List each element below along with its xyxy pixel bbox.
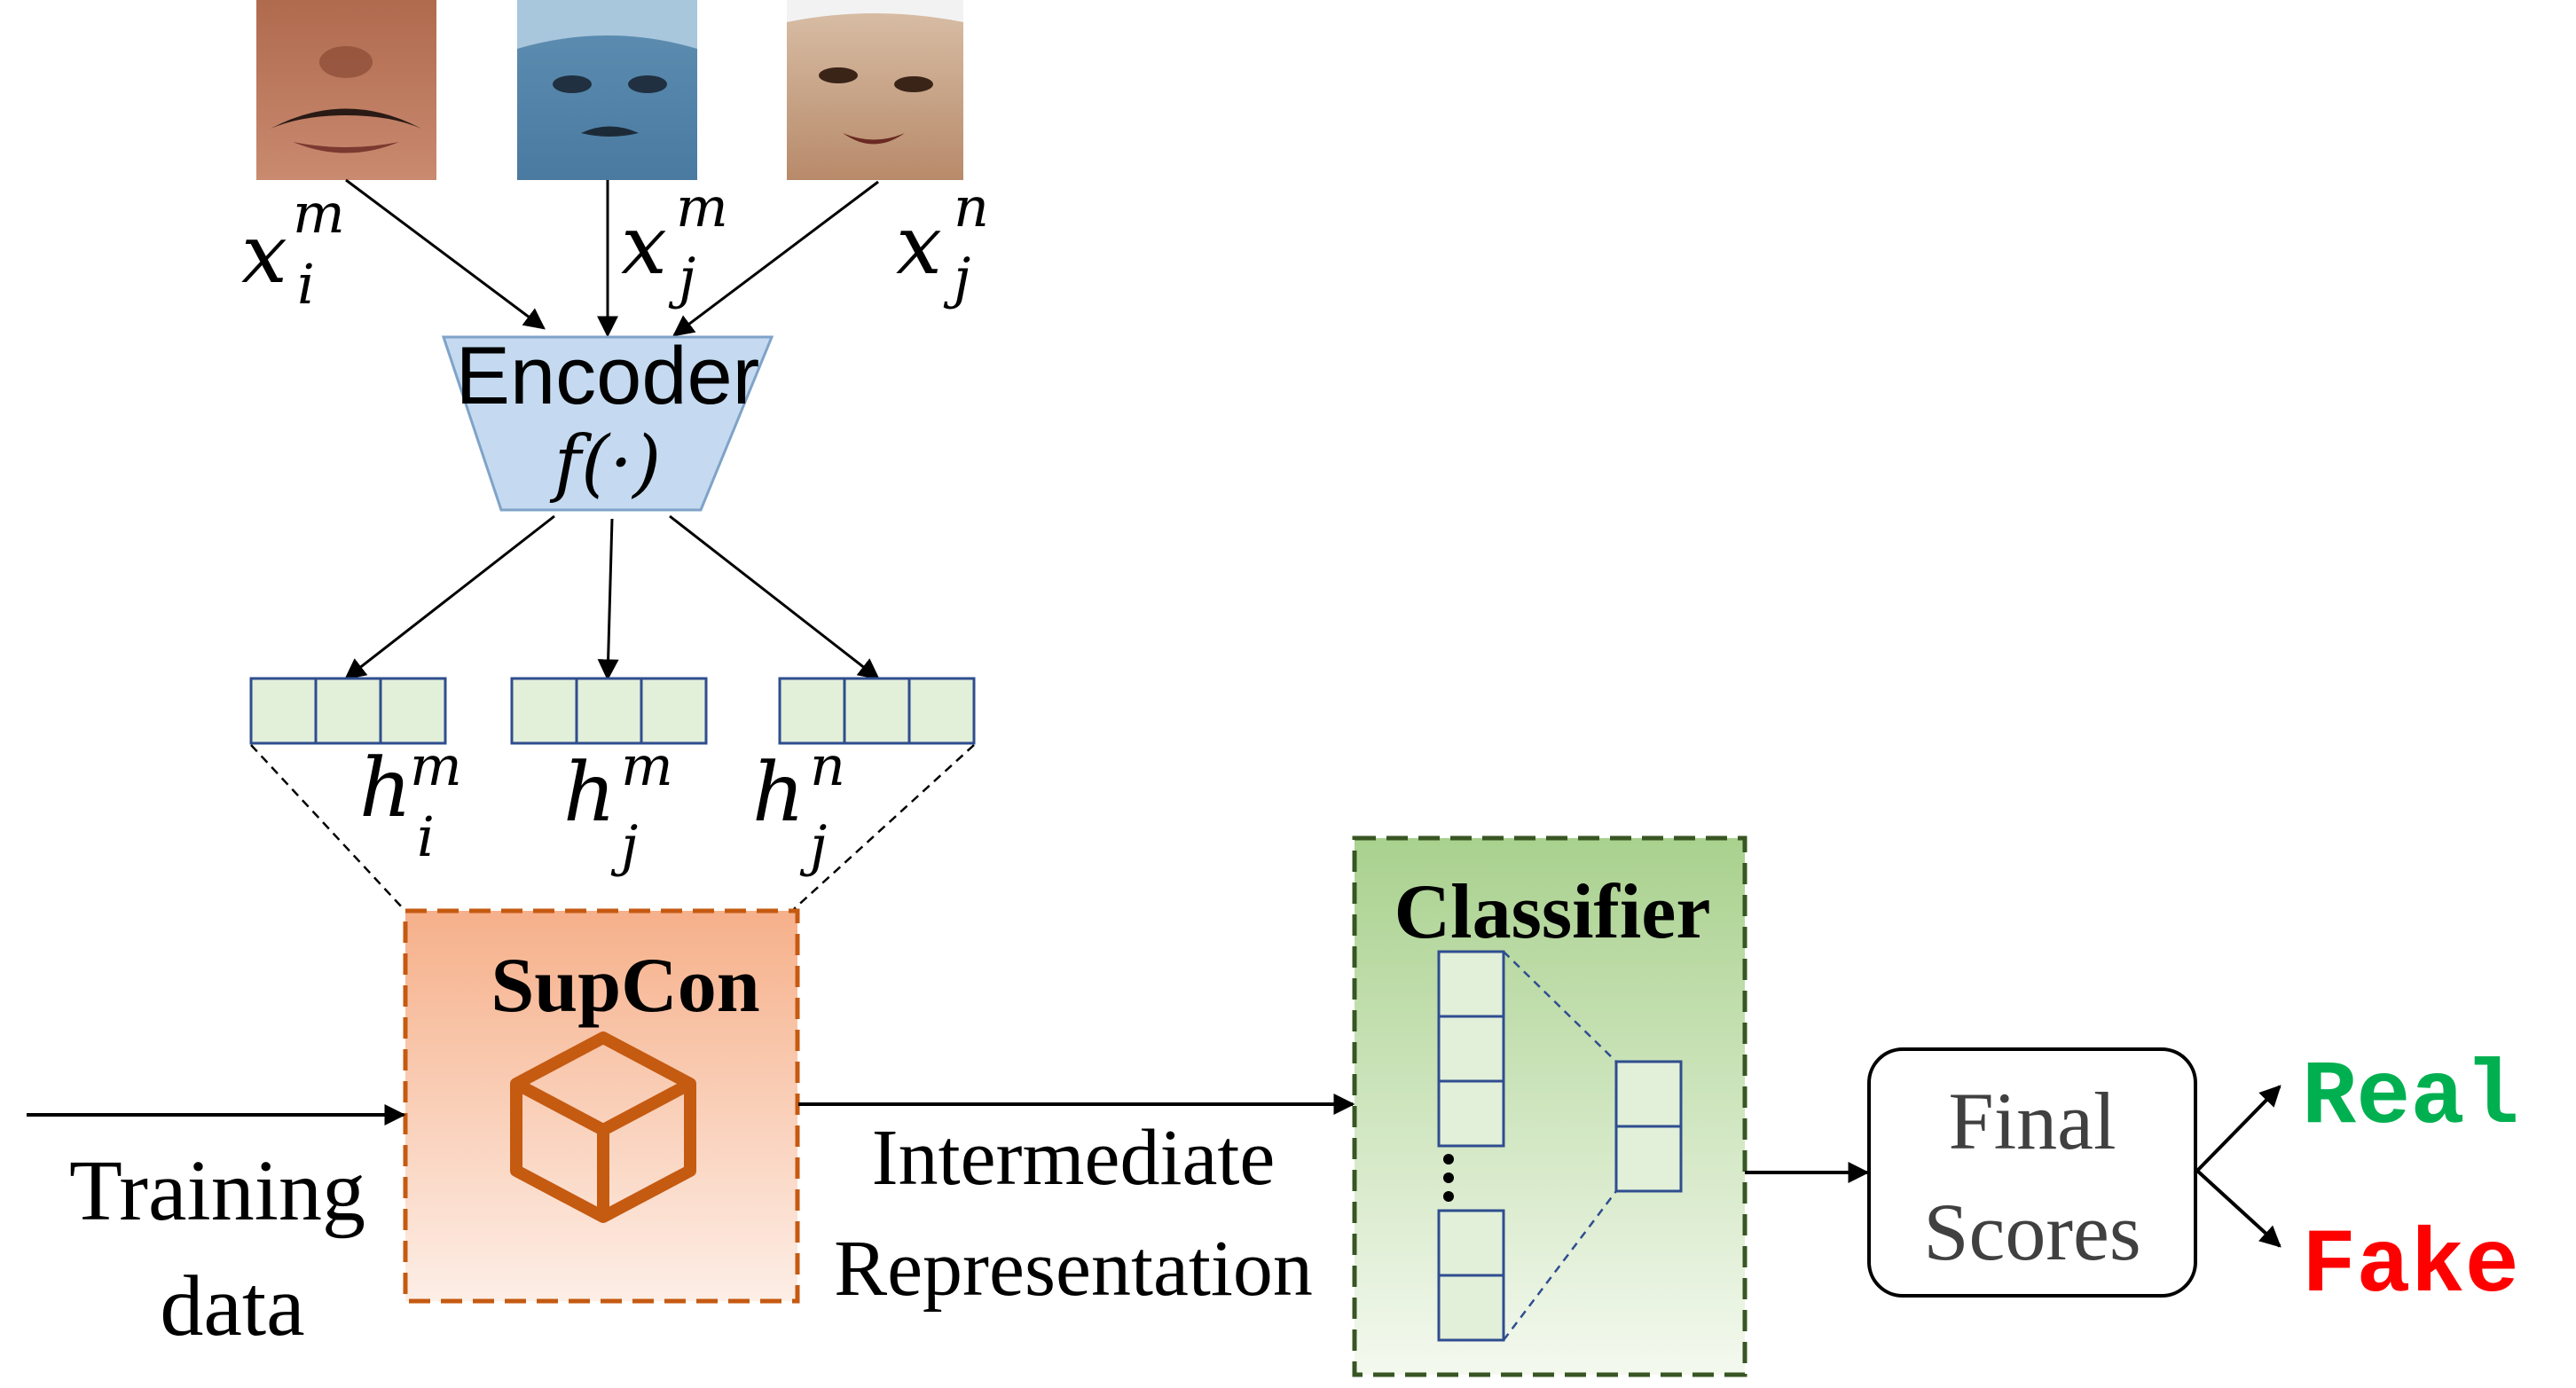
- encoder-output-arrows: [344, 514, 880, 681]
- final-scores-box: Final Scores: [1867, 1047, 2197, 1298]
- svg-text:i: i: [297, 252, 315, 317]
- intermediate-label-line1: Intermediate: [872, 1114, 1276, 1202]
- label-h-j-n: h n j: [752, 733, 845, 878]
- svg-text:m: m: [621, 733, 673, 798]
- feature-vector-h-j-n: [778, 677, 976, 745]
- classifier-block: Classifier: [1352, 835, 1747, 1377]
- face-image-eyes: [787, 0, 963, 180]
- classifier-title: Classifier: [1394, 869, 1711, 955]
- svg-text:n: n: [810, 733, 845, 798]
- classifier-connections: [1503, 951, 1617, 1341]
- label-real: Real: [2302, 1047, 2519, 1149]
- final-scores-line1: Final: [1948, 1076, 2116, 1166]
- svg-text:h: h: [563, 745, 616, 840]
- svg-text:h: h: [752, 745, 805, 840]
- svg-text:i: i: [417, 804, 435, 869]
- training-label-line2: data: [160, 1259, 304, 1354]
- face-image-blue: [517, 0, 697, 180]
- svg-text:x: x: [621, 198, 667, 293]
- classifier-input-layer: [1437, 950, 1505, 1342]
- encoder-title: Encoder: [456, 331, 760, 421]
- supcon-block: SupCon: [403, 908, 800, 1304]
- cube-icon: [510, 1031, 696, 1223]
- svg-text:j: j: [668, 246, 695, 310]
- svg-text:m: m: [410, 733, 462, 798]
- svg-text:x: x: [896, 198, 942, 293]
- classifier-output-layer: [1614, 1060, 1683, 1193]
- label-x-j-n: x n j: [896, 175, 989, 310]
- label-x-i-m: x m i: [241, 181, 345, 317]
- svg-text:j: j: [943, 246, 970, 310]
- face-image-mouth: [256, 0, 436, 180]
- label-x-j-m: x m j: [621, 175, 728, 310]
- encoder-function: f(·): [549, 421, 661, 506]
- output-arrows: [2195, 1085, 2281, 1248]
- label-h-i-m: h m i: [359, 733, 462, 869]
- svg-text:m: m: [293, 181, 345, 246]
- ellipsis-dots: [1443, 1154, 1454, 1202]
- encoder-block: Encoder f(·): [441, 331, 774, 512]
- svg-text:n: n: [954, 175, 989, 239]
- svg-text:h: h: [359, 741, 412, 835]
- input-arrows: [345, 178, 879, 338]
- label-fake: Fake: [2302, 1215, 2519, 1318]
- supcon-title: SupCon: [491, 943, 759, 1029]
- svg-text:m: m: [676, 175, 728, 239]
- svg-text:x: x: [241, 207, 287, 302]
- feature-vector-h-i-m: [249, 677, 447, 745]
- final-scores-line2: Scores: [1923, 1187, 2140, 1277]
- feature-vector-h-j-m: [510, 677, 708, 745]
- label-h-j-m: h m j: [563, 733, 673, 878]
- projection-dashes: [250, 744, 975, 910]
- intermediate-label-line2: Representation: [834, 1225, 1313, 1313]
- training-label-line1: Training: [69, 1143, 365, 1239]
